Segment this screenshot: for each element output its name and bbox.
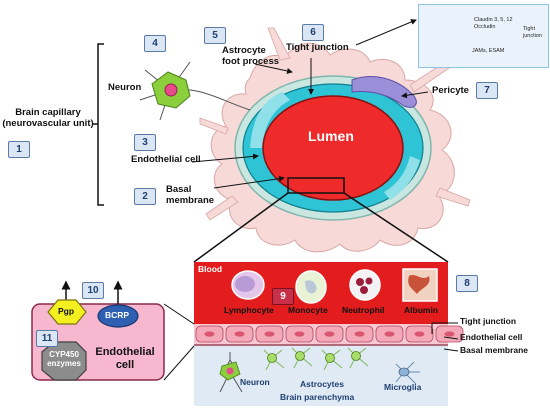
- label-brain-capillary: Brain capillary (neurovascular unit): [2, 107, 94, 129]
- inset-claudin-text: Claudin 3, 5, 12 Occludin: [474, 17, 513, 30]
- label-neuron-bottom: Neuron: [240, 377, 270, 387]
- endothelial-nucleus: [294, 331, 305, 337]
- label-basal-membrane: Basal membrane: [166, 184, 215, 206]
- number-badge-9: 9: [272, 288, 294, 305]
- label-lymphocyte: Lymphocyte: [224, 305, 274, 315]
- lumen-shape: [262, 95, 404, 201]
- label-endothelial-cell-box: Endothelial cell: [95, 346, 155, 371]
- label-tight-junction-top: Tight junction: [286, 42, 349, 53]
- endothelial-nucleus: [444, 331, 455, 337]
- number-badge-6: 6: [302, 24, 324, 41]
- endothelial-box-connectors: [163, 303, 195, 381]
- endothelial-nucleus: [354, 331, 365, 337]
- label-neuron-top: Neuron: [108, 82, 142, 93]
- highlight-box: [287, 177, 345, 194]
- right-label-leaders: [431, 322, 459, 352]
- label-endothelial-cell-right: Endothelial cell: [460, 332, 523, 342]
- transporter-shapes: [41, 280, 139, 381]
- label-basal-membrane-right: Basal membrane: [460, 345, 529, 355]
- label-microglia: Microglia: [384, 382, 422, 392]
- blood-cells: [231, 268, 438, 304]
- number-badge-1: 1: [8, 141, 30, 158]
- label-tight-junction-bottom: Tight junction: [460, 316, 517, 326]
- label-endothelial-cell: Endothelial cell: [131, 154, 201, 165]
- label-pgp: Pgp: [58, 306, 75, 316]
- neuron-cell-top: [139, 61, 251, 121]
- basal-membrane-line: [194, 344, 448, 346]
- endothelial-nucleus: [324, 331, 335, 337]
- label-brain-parenchyma: Brain parenchyma: [280, 392, 355, 402]
- label-lumen: Lumen: [308, 128, 354, 144]
- number-badge-3: 3: [134, 134, 156, 151]
- label-neutrophil: Neutrophil: [342, 305, 385, 315]
- endothelial-nucleus: [234, 331, 245, 337]
- brain-capillary-bracket: [92, 43, 104, 206]
- number-badge-7: 7: [476, 82, 498, 99]
- label-cyp450: CYP450 enzymes: [47, 350, 81, 369]
- number-badge-5: 5: [204, 27, 226, 44]
- label-pericyte: Pericyte: [432, 85, 469, 96]
- tight-junction-inset: [418, 4, 549, 68]
- number-badge-4: 4: [144, 35, 166, 52]
- endothelial-nucleus: [264, 331, 275, 337]
- label-albumin: Albumin: [404, 305, 438, 315]
- zoom-lines: [193, 192, 449, 263]
- inset-jams-text: JAMs, ESAM: [472, 48, 505, 54]
- label-blood: Blood: [198, 264, 223, 274]
- endothelial-nucleus: [414, 331, 425, 337]
- label-astrocyte-foot: Astrocyte foot process: [222, 45, 280, 67]
- label-leader-lines: [191, 19, 429, 189]
- label-monocyte: Monocyte: [288, 305, 328, 315]
- parenchyma-cells: [219, 347, 420, 393]
- number-badge-2: 2: [134, 188, 156, 205]
- label-astrocytes: Astrocytes: [300, 379, 344, 389]
- endothelial-nucleus: [204, 331, 215, 337]
- number-badge-11: 11: [36, 330, 58, 347]
- inset-tight-junction-text: Tight junction: [523, 26, 542, 39]
- number-badge-10: 10: [82, 282, 104, 299]
- number-badge-8: 8: [456, 275, 478, 292]
- endothelial-cells: [195, 325, 464, 343]
- label-bcrp: BCRP: [105, 310, 130, 320]
- pericyte-shape: [351, 76, 417, 108]
- endothelial-nucleus: [384, 331, 395, 337]
